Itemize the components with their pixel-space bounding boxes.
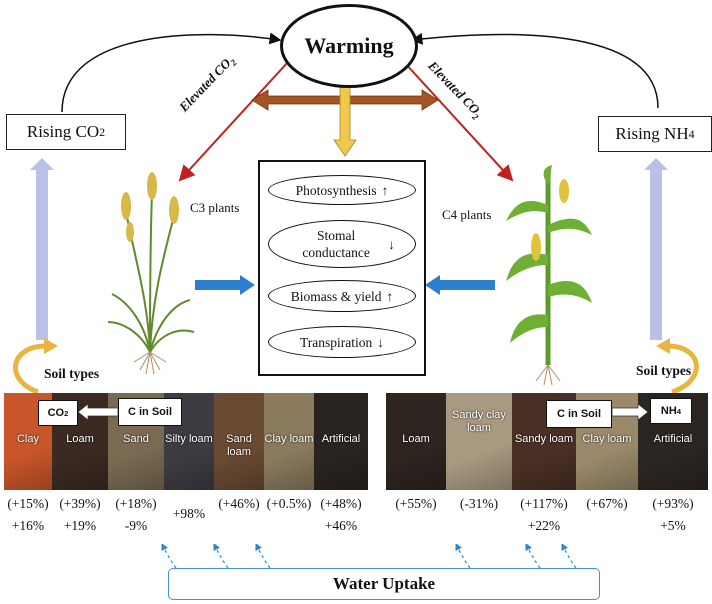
nh4-tag-sub: 4 <box>676 406 682 416</box>
value-top: (+15%) <box>7 496 49 511</box>
soil-tile: Sand loam <box>214 393 264 490</box>
yellow-down-arrow <box>333 81 357 157</box>
soil-label: Artificial <box>321 433 361 445</box>
arrow-elevated-right <box>403 61 514 182</box>
water-uptake-box: Water Uptake <box>168 568 600 600</box>
arrow-right-icon <box>612 404 648 420</box>
effect-transpiration: Transpiration ↓ <box>268 326 416 358</box>
c3-plants-label: C3 plants <box>190 200 240 215</box>
effect-label: Transpiration <box>299 334 373 350</box>
rising-nh4-sub: 4 <box>688 126 695 141</box>
soil-tile: Clay loam <box>264 393 314 490</box>
soil-label: Sandy clay loam <box>452 409 506 434</box>
value-top: (+117%) <box>520 496 568 511</box>
arrow-left-icon <box>78 404 118 420</box>
blue-arrow-c4 <box>425 275 495 295</box>
soil-label: Loam <box>66 433 94 445</box>
up-arrow-left <box>30 158 54 340</box>
value-bottom: +46% <box>324 518 358 533</box>
value-top: (+48%) <box>320 496 362 511</box>
soil-label: Sand <box>123 433 149 445</box>
soil-tile: Loam <box>386 393 446 490</box>
soil-tile: Sandy clay loam <box>446 393 512 490</box>
co2-tag-sub: 2 <box>64 408 69 418</box>
value-top: (-31%) <box>459 496 499 511</box>
value-bottom: +5% <box>660 518 686 533</box>
c-in-soil-left-tag: C in Soil <box>118 398 182 426</box>
c-in-soil-right-tag: C in Soil <box>546 400 612 428</box>
value-top: +98% <box>172 506 206 521</box>
soil-label: Sandy loam <box>514 433 574 445</box>
warming-label: Warming <box>304 33 394 58</box>
effect-label: Biomass & yield <box>290 288 382 304</box>
c4-plants-label: C4 plants <box>442 207 492 222</box>
soil-label: Clay loam <box>264 433 314 445</box>
rising-co2-text: Rising CO <box>26 122 100 141</box>
left-values-row: (+15%) +16% (+39%) +19% (+18%) -9% +98% … <box>4 492 368 544</box>
effect-photosynthesis: Photosynthesis ↑ <box>268 175 416 205</box>
soil-label: Artificial <box>653 433 693 445</box>
value-top: (+67%) <box>586 496 628 511</box>
effect-label: Photosynthesis <box>295 182 377 198</box>
curve-co2-to-warming <box>61 32 282 113</box>
arrow-down-icon: ↓ <box>377 334 384 350</box>
co2-tag-text: CO <box>47 407 65 419</box>
soil-tile: Sandy loam <box>512 393 576 490</box>
value-top: (+46%) <box>218 496 260 511</box>
effect-stomal-conductance: Stomal conductance ↓ <box>268 220 416 268</box>
wheat-plant-icon <box>107 172 195 375</box>
water-uptake-label: Water Uptake <box>332 574 436 593</box>
arrow-elevated-left <box>178 61 289 182</box>
rising-nh4-text: Rising NH <box>615 124 689 143</box>
soil-label: Sand loam <box>226 433 252 458</box>
value-top: (+93%) <box>652 496 694 511</box>
maize-plant-icon <box>506 165 592 385</box>
effect-label: Stomal conductance <box>302 228 370 260</box>
arrow-down-icon: ↓ <box>388 236 395 252</box>
warming-node: Warming <box>280 4 418 88</box>
value-top: (+39%) <box>59 496 101 511</box>
value-top: (+18%) <box>115 496 157 511</box>
soil-label: Clay <box>16 433 39 445</box>
value-bottom: +19% <box>63 518 97 533</box>
curve-nh4-to-warming <box>410 32 659 109</box>
soil-tile: Artificial <box>314 393 368 490</box>
value-top: (+55%) <box>395 496 437 511</box>
effect-biomass-yield: Biomass & yield ↑ <box>268 280 416 312</box>
soil-tile: Artificial <box>638 393 708 490</box>
up-arrow-right <box>644 158 668 340</box>
water-dash-arrows <box>161 542 577 569</box>
arrow-up-icon: ↑ <box>381 182 389 198</box>
soil-label: Silty loam <box>165 433 213 445</box>
value-bottom: +22% <box>527 518 561 533</box>
blue-arrow-c3 <box>195 275 255 295</box>
nh4-tag-text: NH <box>660 405 677 417</box>
rising-co2-sub: 2 <box>99 124 106 139</box>
value-bottom: +16% <box>11 518 45 533</box>
yellow-curve-right <box>667 343 699 395</box>
yellow-curve-left <box>13 343 47 395</box>
soil-label: Clay loam <box>582 433 632 445</box>
soil-label: Loam <box>402 433 430 445</box>
soil-types-left-label: Soil types <box>44 366 100 381</box>
soil-types-right-label: Soil types <box>636 363 692 378</box>
right-values-row: (+55%) (-31%) (+117%) +22% (+67%) (+93%)… <box>386 492 708 544</box>
value-top: (+0.5%) <box>266 496 312 511</box>
plant-response-panel: Photosynthesis ↑ Stomal conductance ↓ Bi… <box>258 160 426 376</box>
arrow-up-icon: ↑ <box>386 288 394 304</box>
value-bottom: -9% <box>124 518 148 533</box>
